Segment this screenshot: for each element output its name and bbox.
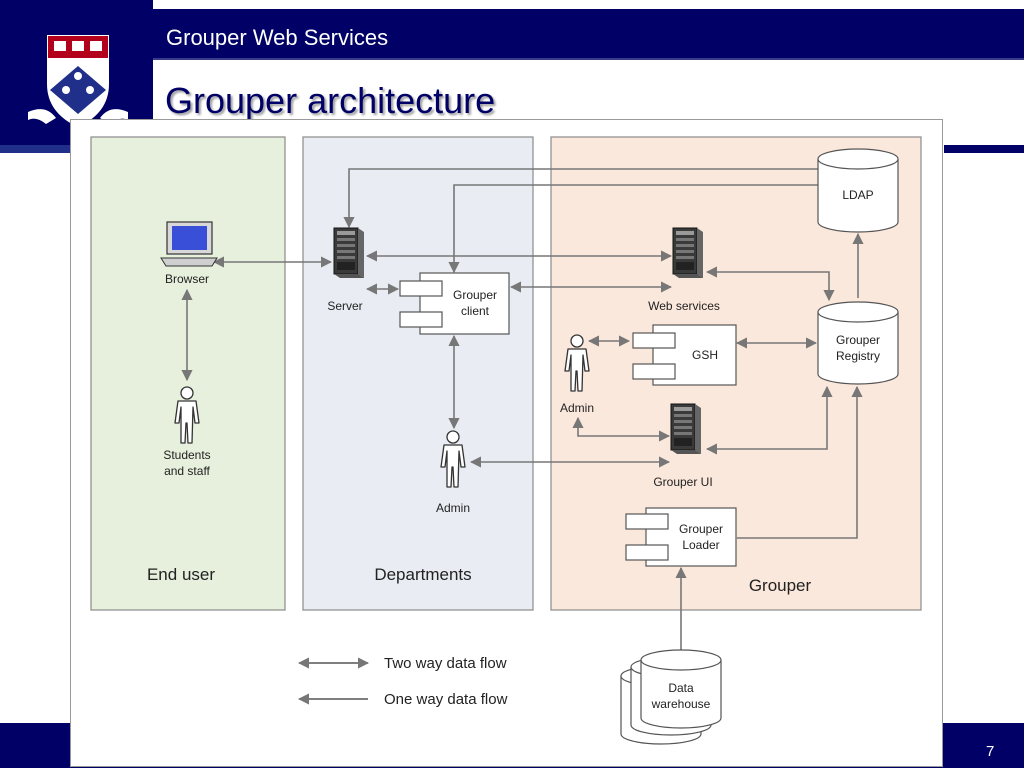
region-label-end-user: End user <box>147 565 215 584</box>
browser-label: Browser <box>165 272 209 286</box>
edge-admin-gui2 <box>572 416 671 442</box>
architecture-diagram: End user Departments Grouper <box>70 119 943 767</box>
web-services-server-icon <box>672 227 704 279</box>
grouper-registry-label-line1: Grouper <box>836 333 880 347</box>
header-divider <box>153 58 1024 60</box>
header-title: Grouper Web Services <box>166 25 389 50</box>
grouper-client-component-icon <box>399 272 510 335</box>
students-label-line2: and staff <box>164 464 210 478</box>
legend-one-way-label: One way data flow <box>384 691 508 708</box>
legend-two-way-label: Two way data flow <box>384 655 507 672</box>
grouper-ui-label: Grouper UI <box>653 475 712 489</box>
departments-region <box>302 136 534 611</box>
admin-departments-label: Admin <box>436 501 470 515</box>
grouper-loader-label-line2: Loader <box>682 538 719 552</box>
university-shield-icon <box>28 35 128 128</box>
grouper-registry-label-line2: Registry <box>836 349 880 363</box>
edge-loader-registry <box>737 385 863 539</box>
page-number: 7 <box>986 743 995 760</box>
connectors <box>181 168 864 651</box>
ldap-label: LDAP <box>842 188 873 202</box>
grouper-client-label-line2: client <box>461 304 490 318</box>
ldap-database-icon <box>817 148 899 233</box>
grouper-client-label-line1: Grouper <box>453 288 497 302</box>
data-warehouse-label-line2: warehouse <box>651 697 711 711</box>
data-warehouse-label-line1: Data <box>668 681 694 695</box>
edge-ldap-client <box>448 184 818 274</box>
end-user-region <box>90 136 286 611</box>
edge-webservices-registry <box>705 266 835 302</box>
edge-gui-registry <box>705 385 833 455</box>
gsh-component-icon <box>632 324 737 386</box>
right-accent-stripe <box>944 145 1024 153</box>
web-services-label: Web services <box>648 299 720 313</box>
header-bar <box>153 9 1024 58</box>
gsh-label: GSH <box>692 348 718 362</box>
legend: Two way data flow One way data flow <box>297 655 508 708</box>
server-label: Server <box>327 299 362 313</box>
grouper-loader-label-line1: Grouper <box>679 522 723 536</box>
grouper-registry-database-icon <box>817 301 899 385</box>
browser-computer-icon <box>160 221 218 267</box>
region-label-departments: Departments <box>374 565 471 584</box>
slide-title: Grouper architecture <box>165 80 496 121</box>
server-icon <box>333 227 365 279</box>
edge-ldap-server <box>343 168 818 229</box>
grouper-loader-component-icon <box>625 507 737 567</box>
left-accent-stripe <box>0 145 70 153</box>
data-warehouse-database-icon <box>620 649 722 745</box>
grouper-ui-server-icon <box>670 403 702 455</box>
students-label-line1: Students <box>163 448 210 462</box>
admin-grouper-label: Admin <box>560 401 594 415</box>
region-label-grouper: Grouper <box>749 576 812 595</box>
